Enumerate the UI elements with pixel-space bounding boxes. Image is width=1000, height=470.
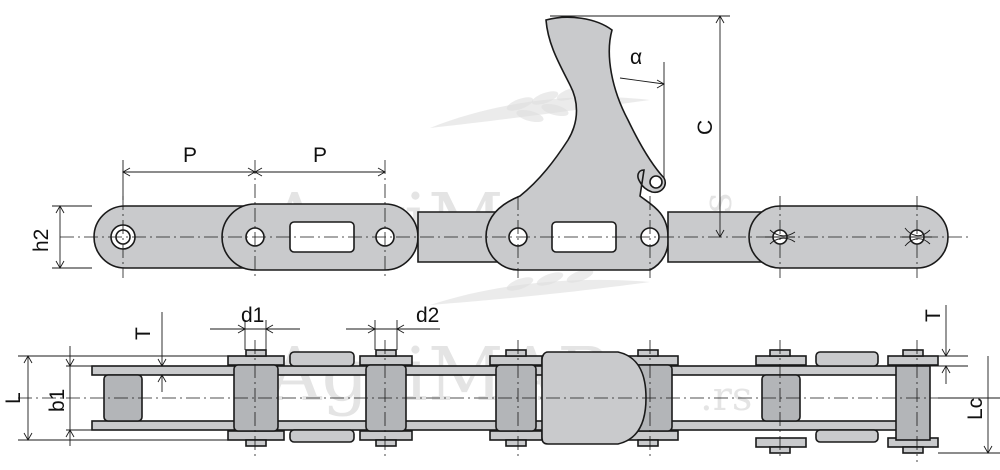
pin-head xyxy=(375,439,397,447)
pin-head xyxy=(505,349,527,357)
link-plate-bottom xyxy=(755,437,807,448)
link-plate-bottom xyxy=(227,430,285,441)
plate-thickness-label-left: T xyxy=(132,327,155,340)
attachment-height-label: C xyxy=(694,120,717,135)
link-plate-top xyxy=(755,355,807,366)
pin-head xyxy=(245,439,267,447)
width-Lc-label: Lc xyxy=(964,398,987,420)
scraper-attachment xyxy=(485,16,669,271)
dimensions-plan-view: d1 d2 T L b1 T xyxy=(2,304,1000,454)
height-h2-label: h2 xyxy=(30,229,53,252)
attachment-notch xyxy=(649,175,663,189)
slot-plate xyxy=(815,429,879,443)
pin-d1-label: d1 xyxy=(241,304,264,327)
pitch-label-1: P xyxy=(183,144,197,167)
inner-width-b1-label: b1 xyxy=(46,389,69,412)
slot-plate xyxy=(289,351,355,367)
link-plate-bottom xyxy=(359,430,413,441)
watermark-suffix-bottom: .rs xyxy=(700,374,752,420)
link-plate-top xyxy=(227,355,285,366)
plan-view xyxy=(18,340,968,462)
side-view xyxy=(60,16,968,278)
pin-head xyxy=(245,349,267,357)
dimensions-side-view: P P h2 C α xyxy=(30,15,730,269)
link-plate-top xyxy=(359,355,413,366)
plate-thickness-label-right: T xyxy=(922,309,945,322)
plate-slot-1 xyxy=(289,221,355,253)
angle-label: α xyxy=(630,46,642,69)
roller xyxy=(895,365,931,441)
pin-head xyxy=(375,349,397,357)
slot-plate xyxy=(289,429,355,443)
pin-head xyxy=(637,439,659,447)
pin-head xyxy=(505,439,527,447)
link-plate-top xyxy=(489,355,543,366)
wheat-logo-bottom xyxy=(430,269,650,305)
slot-plate xyxy=(815,351,879,367)
pitch-label-2: P xyxy=(313,144,327,167)
width-L-label: L xyxy=(2,392,25,404)
pin-head xyxy=(902,446,924,454)
link-plate-bottom xyxy=(489,430,543,441)
roller-d2-label: d2 xyxy=(416,304,439,327)
link-plate-top xyxy=(887,355,939,366)
pin-head xyxy=(902,349,924,357)
pin-head xyxy=(637,349,659,357)
